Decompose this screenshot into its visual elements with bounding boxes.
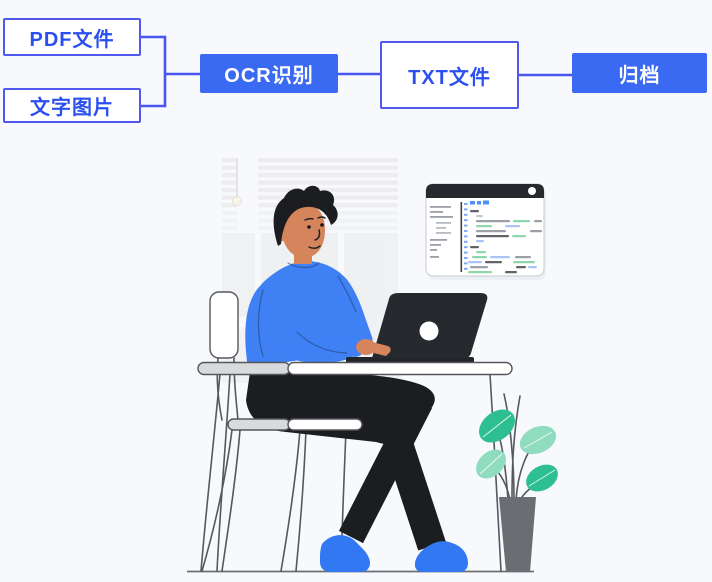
chair-seat bbox=[227, 418, 363, 431]
flow-node-ocr: OCR识别 bbox=[200, 54, 338, 93]
code-window-button bbox=[528, 187, 536, 195]
flow-node-archive-label: 归档 bbox=[618, 64, 661, 87]
flow-node-text-image-label: 文字图片 bbox=[30, 97, 114, 119]
hair bbox=[273, 185, 338, 246]
potted-plant bbox=[476, 393, 558, 572]
flow-node-archive: 归档 bbox=[572, 53, 707, 93]
person-torso bbox=[245, 261, 373, 368]
desk bbox=[197, 361, 513, 376]
chair bbox=[209, 291, 239, 421]
code-lines bbox=[468, 200, 542, 274]
flow-node-ocr-label: OCR识别 bbox=[224, 65, 314, 87]
face-features bbox=[304, 216, 326, 250]
code-editor-window bbox=[425, 183, 546, 280]
person bbox=[245, 185, 468, 572]
plant-vase bbox=[499, 497, 536, 572]
right-shoe bbox=[414, 541, 468, 572]
code-divider bbox=[460, 202, 463, 272]
laptop-logo bbox=[419, 321, 439, 341]
plant-leaves bbox=[476, 409, 558, 492]
hand bbox=[345, 335, 391, 357]
left-shoe bbox=[320, 535, 370, 572]
code-gutter bbox=[464, 203, 468, 270]
code-sidebar bbox=[430, 206, 453, 258]
face bbox=[282, 203, 325, 258]
flow-node-pdf-label: PDF文件 bbox=[29, 28, 115, 51]
chair-legs bbox=[201, 429, 347, 572]
flow-node-pdf: PDF文件 bbox=[3, 18, 141, 56]
flow-node-txt: TXT文件 bbox=[380, 41, 519, 109]
code-window-titlebar bbox=[426, 184, 544, 198]
flow-node-txt-label: TXT文件 bbox=[408, 66, 491, 89]
flow-node-text-image: 文字图片 bbox=[3, 88, 141, 123]
pendant-lamp bbox=[232, 158, 242, 206]
